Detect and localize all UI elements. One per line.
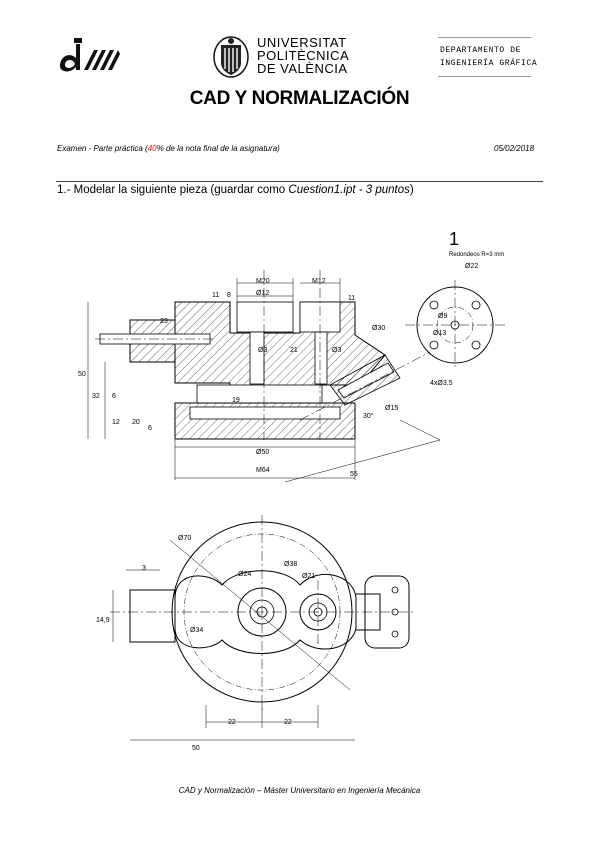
dim-label: Ø50 (256, 449, 269, 456)
question-text: 1.- Modelar la siguiente pieza (guardar … (57, 184, 414, 196)
dim-label: 50 (78, 371, 86, 378)
dim-label: 4xØ3.5 (430, 380, 453, 387)
exam-date: 05/02/2018 (494, 144, 535, 153)
department-line: INGENIERÍA GRÁFICA (440, 59, 538, 68)
dim-label: Ø38 (284, 561, 297, 568)
exam-prefix: Examen - Parte práctica ( (57, 144, 148, 153)
exam-percent: 40 (147, 144, 157, 153)
dim-label: Ø9 (438, 313, 447, 320)
department-name: DEPARTAMENTO DE INGENIERÍA GRÁFICA (440, 44, 537, 70)
dim-label: M20 (256, 278, 270, 285)
department-line: DEPARTAMENTO DE (440, 46, 522, 55)
dim-label: 19 (232, 397, 240, 404)
dim-label: Ø12 (256, 290, 269, 297)
dim-label: Ø34 (190, 627, 203, 634)
question-filename: Cuestion1.ipt - 3 puntos (288, 184, 410, 196)
dig-logo (60, 38, 120, 72)
page-footer: CAD y Normalización – Máster Universitar… (178, 786, 421, 795)
dim-label: Ø15 (385, 405, 398, 412)
dim-label: 11 (212, 292, 219, 299)
dim-label: Ø22 (465, 263, 478, 270)
university-line: UNIVERSITAT (257, 35, 347, 50)
dim-label: 8 (227, 292, 231, 299)
dim-label: 50 (192, 745, 200, 752)
fillet-note: Redondeos R=3 mm (449, 252, 504, 258)
dim-label: M12 (312, 278, 326, 285)
university-line: POLITÈCNICA (257, 48, 350, 63)
dim-label: 21 (290, 347, 298, 354)
divider (56, 181, 543, 182)
sheet-number: 1 (449, 229, 459, 249)
page-title: CAD Y NORMALIZACIÓN (189, 88, 410, 109)
dim-label: Ø21 (302, 573, 315, 580)
exam-info: Examen - Parte práctica (40% de la nota … (57, 144, 280, 153)
dim-label: Ø30 (372, 325, 385, 332)
exam-suffix: % de la nota final de la asignatura) (156, 144, 280, 153)
technical-drawing: 1 Redondeos R=3 mm (78, 229, 505, 752)
dim-label: Ø70 (178, 535, 191, 542)
dim-label: 11 (348, 295, 355, 302)
dim-label: 30° (363, 412, 374, 420)
dim-label: Ø24 (238, 571, 251, 578)
dim-label: 6 (112, 393, 116, 400)
dim-label: 12 (112, 419, 120, 426)
dim-label: 6 (148, 425, 152, 432)
flange-aux-view: Ø9 Ø22 Ø13 4xØ3.5 (405, 263, 505, 387)
dim-label: 55 (350, 471, 358, 478)
dim-label: 20 (132, 419, 140, 426)
question-prefix: 1.- Modelar la siguiente pieza (guardar … (57, 184, 289, 196)
top-view: Ø70 Ø24 Ø38 Ø34 Ø21 14,9 3 22 22 50 (96, 515, 415, 752)
dim-label: 32 (92, 393, 100, 400)
question-suffix: ) (409, 184, 414, 196)
university-line: DE VALÈNCIA (257, 61, 348, 76)
university-name: UNIVERSITAT POLITÈCNICA DE VALÈNCIA (257, 36, 349, 75)
dim-label: 3 (142, 565, 146, 572)
dim-label: Ø3 (258, 347, 267, 354)
dim-label: 23 (160, 318, 168, 325)
dim-label: 14,9 (96, 617, 110, 624)
section-view: M20 Ø12 M12 Ø3 Ø3 21 11 8 11 50 32 6 12 … (78, 270, 441, 483)
dim-label: 22 (228, 719, 236, 726)
dim-label: M64 (256, 467, 270, 474)
dim-label: Ø3 (332, 347, 341, 354)
dim-label: 22 (284, 719, 292, 726)
dim-label: Ø13 (433, 330, 446, 337)
department-box (438, 37, 531, 77)
upv-crest-logo (213, 36, 249, 78)
